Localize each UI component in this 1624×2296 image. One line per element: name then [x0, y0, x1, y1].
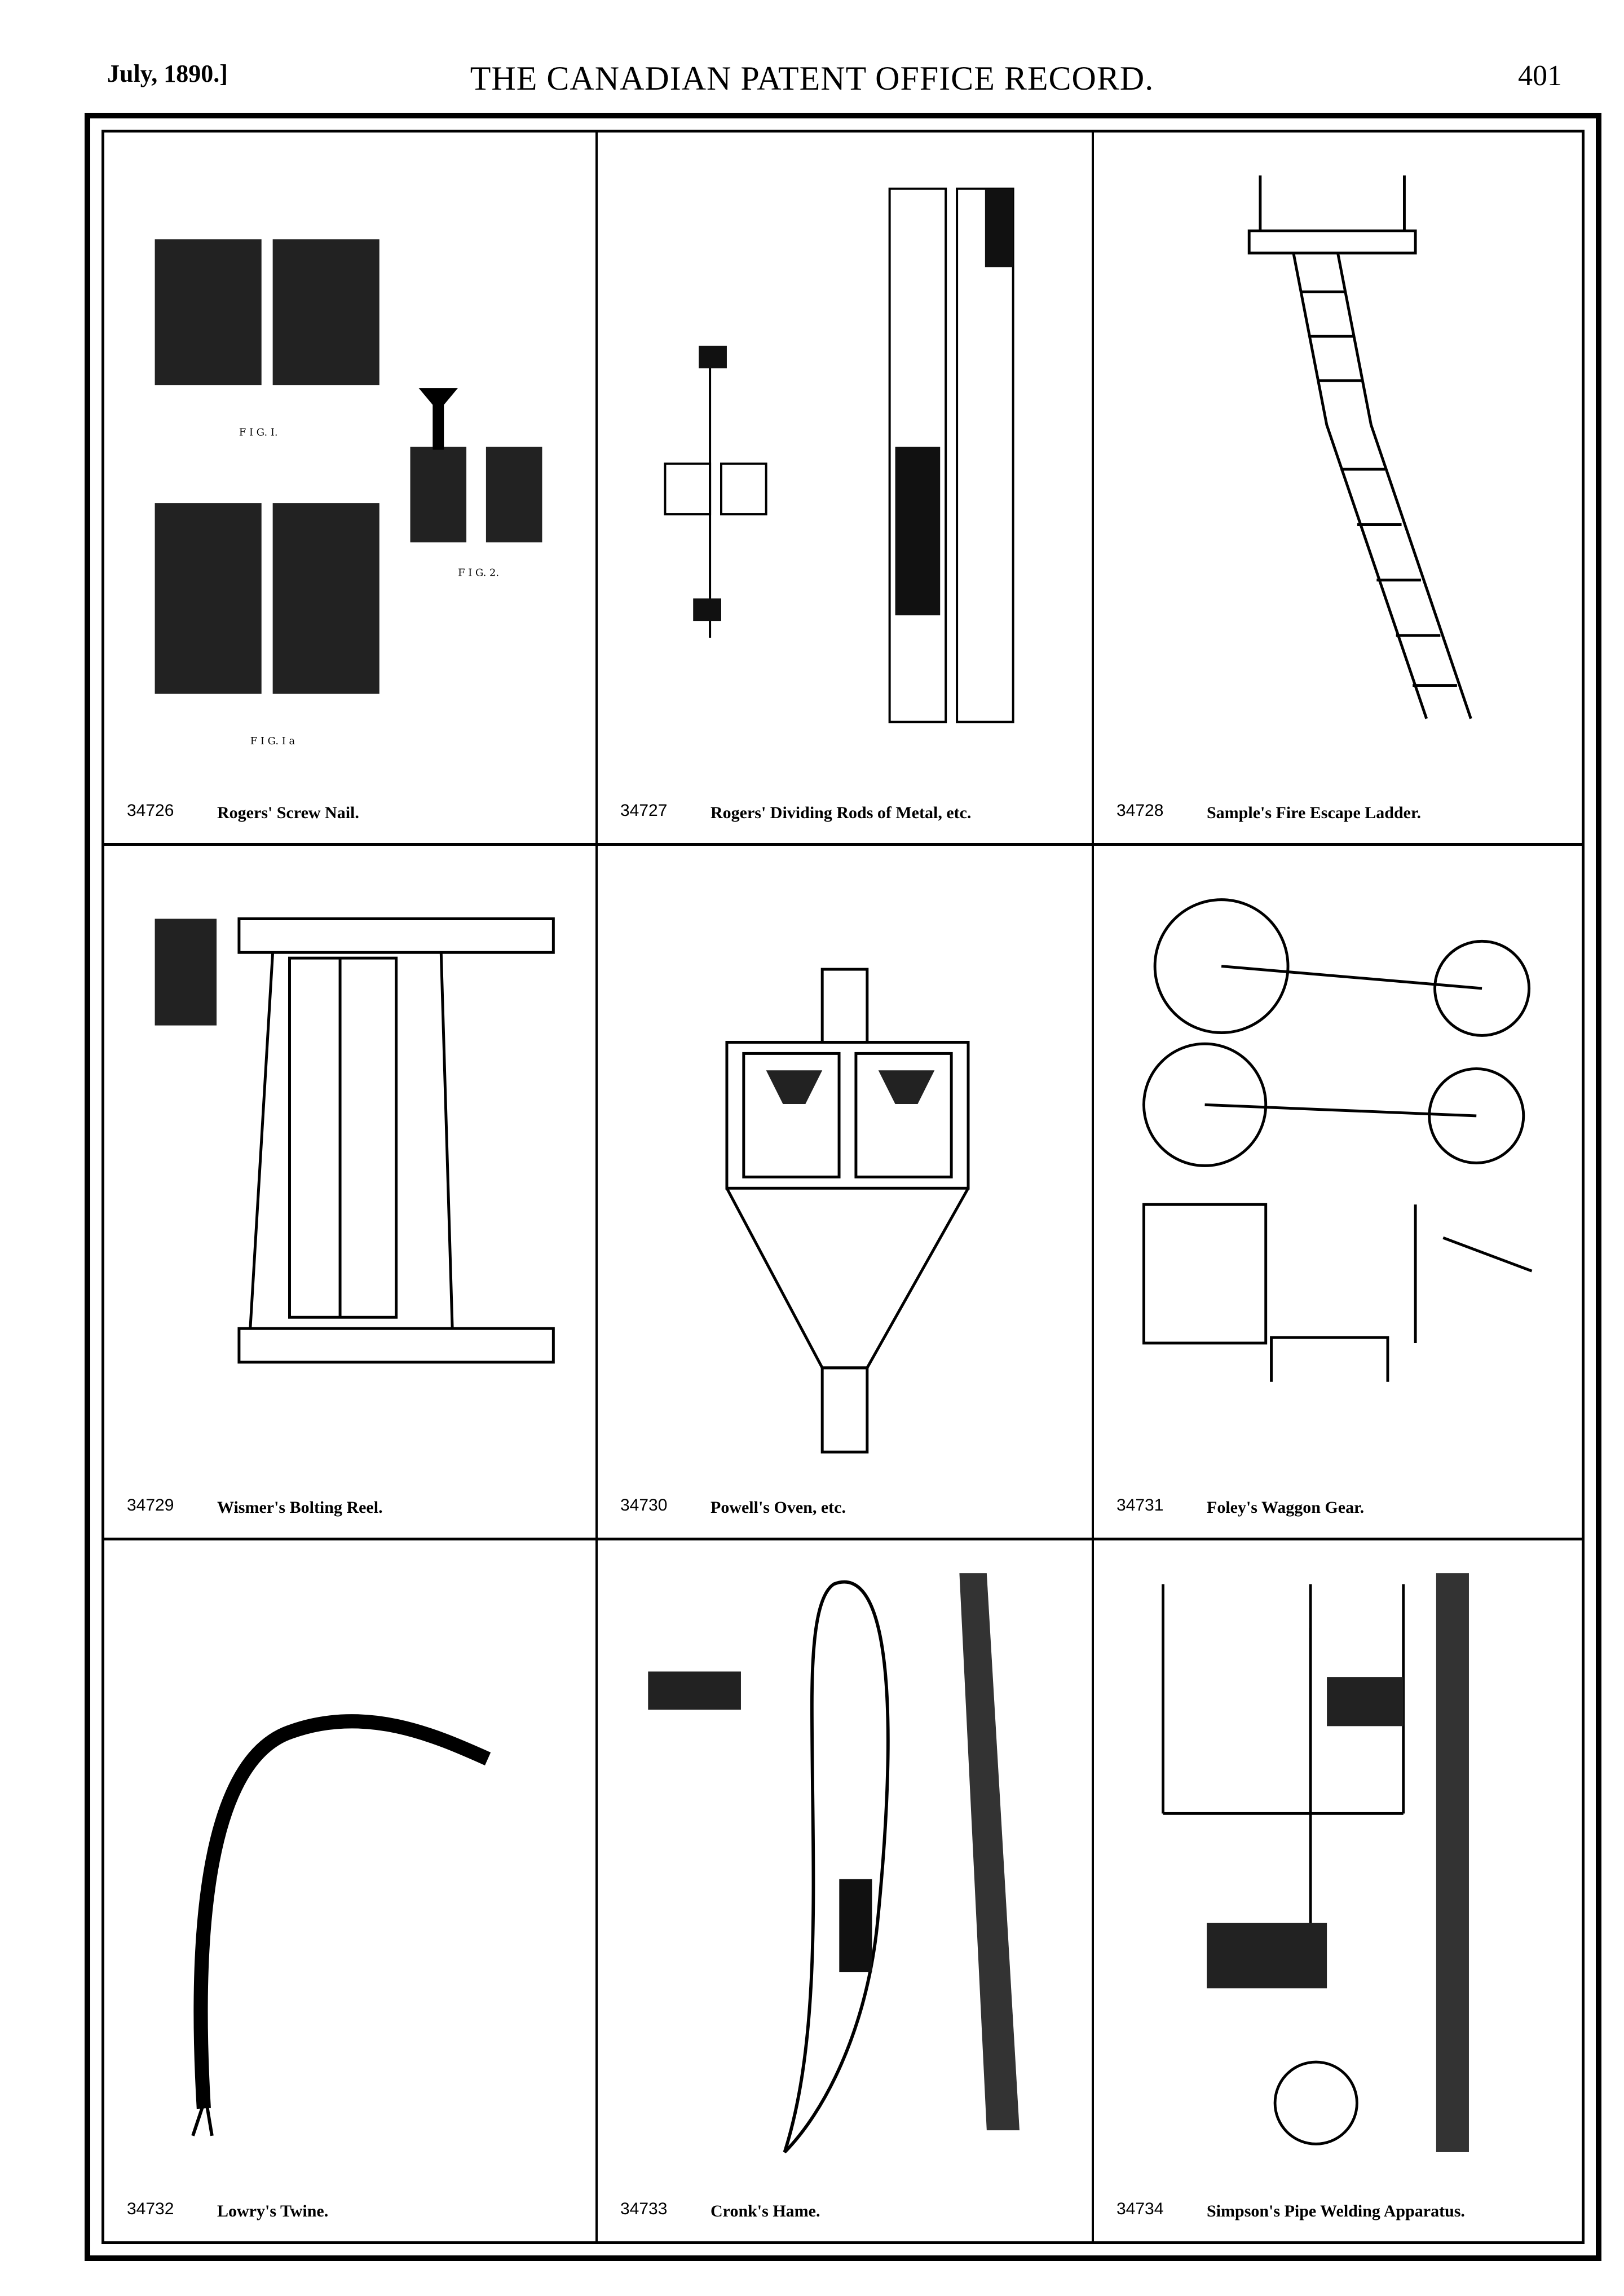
patent-cell: F I G. I. F I G. 2. F I G. I a 34726 Roger… — [104, 133, 598, 846]
patent-title: Foley's Waggon Gear. — [1207, 1498, 1365, 1517]
page-title: THE CANADIAN PATENT OFFICE RECORD. — [470, 60, 1154, 97]
plate-frame: F I G. I. F I G. 2. F I G. I a 34726 Roger… — [85, 113, 1601, 2261]
patent-title: Rogers' Dividing Rods of Metal, etc. — [710, 803, 972, 822]
patent-number: 34726 — [127, 801, 174, 820]
patent-number: 34729 — [127, 1496, 174, 1515]
oven-drawing — [725, 968, 970, 1454]
waggon-gear-drawing — [1142, 898, 1533, 1382]
header-date: July, 1890.] — [107, 60, 228, 87]
patent-title: Cronk's Hame. — [710, 2202, 820, 2220]
patent-cell: 34727 Rogers' Dividing Rods of Metal, et… — [598, 133, 1094, 846]
patent-number: 34727 — [620, 801, 668, 820]
patent-cell: 34730 Powell's Oven, etc. — [598, 846, 1094, 1540]
patent-number: 34730 — [620, 1496, 668, 1515]
patent-cell: 34733 Cronk's Hame. — [598, 1540, 1094, 2241]
svg-text:F I G. I.: F I G. I. — [239, 427, 278, 439]
patent-number: 34734 — [1116, 2200, 1164, 2218]
page-number: 401 — [1518, 60, 1562, 92]
svg-text:F I G. 2.: F I G. 2. — [458, 567, 499, 579]
bolting-reel-drawing — [155, 917, 555, 1364]
patent-cell: 34734 Simpson's Pipe Welding Apparatus. — [1094, 1540, 1582, 2241]
screw-nail-drawing: F I G. I. F I G. 2. F I G. I a — [155, 239, 542, 747]
patent-title: Rogers' Screw Nail. — [217, 803, 359, 822]
patent-number: 34731 — [1116, 1496, 1164, 1515]
patent-title: Powell's Oven, etc. — [710, 1498, 846, 1517]
patent-title: Sample's Fire Escape Ladder. — [1207, 803, 1422, 822]
patent-number: 34728 — [1116, 801, 1164, 820]
patent-title: Lowry's Twine. — [217, 2202, 329, 2220]
patent-title: Wismer's Bolting Reel. — [217, 1498, 383, 1517]
patent-number: 34733 — [620, 2200, 668, 2218]
patent-cell: 34731 Foley's Waggon Gear. — [1094, 846, 1582, 1540]
hame-drawing — [648, 1573, 1020, 2153]
fire-escape-ladder-drawing — [1247, 175, 1472, 719]
svg-text:F I G. I a: F I G. I a — [250, 735, 295, 747]
pipe-welding-drawing — [1162, 1573, 1469, 2152]
patent-cell: 34732 Lowry's Twine. — [104, 1540, 598, 2241]
patent-cell: 34728 Sample's Fire Escape Ladder. — [1094, 133, 1582, 846]
patent-title: Simpson's Pipe Welding Apparatus. — [1207, 2202, 1465, 2220]
patent-cell: 34729 Wismer's Bolting Reel. — [104, 846, 598, 1540]
patent-number: 34732 — [127, 2200, 174, 2218]
dividing-rods-drawing — [664, 187, 1014, 723]
twine-drawing — [191, 1714, 491, 2136]
